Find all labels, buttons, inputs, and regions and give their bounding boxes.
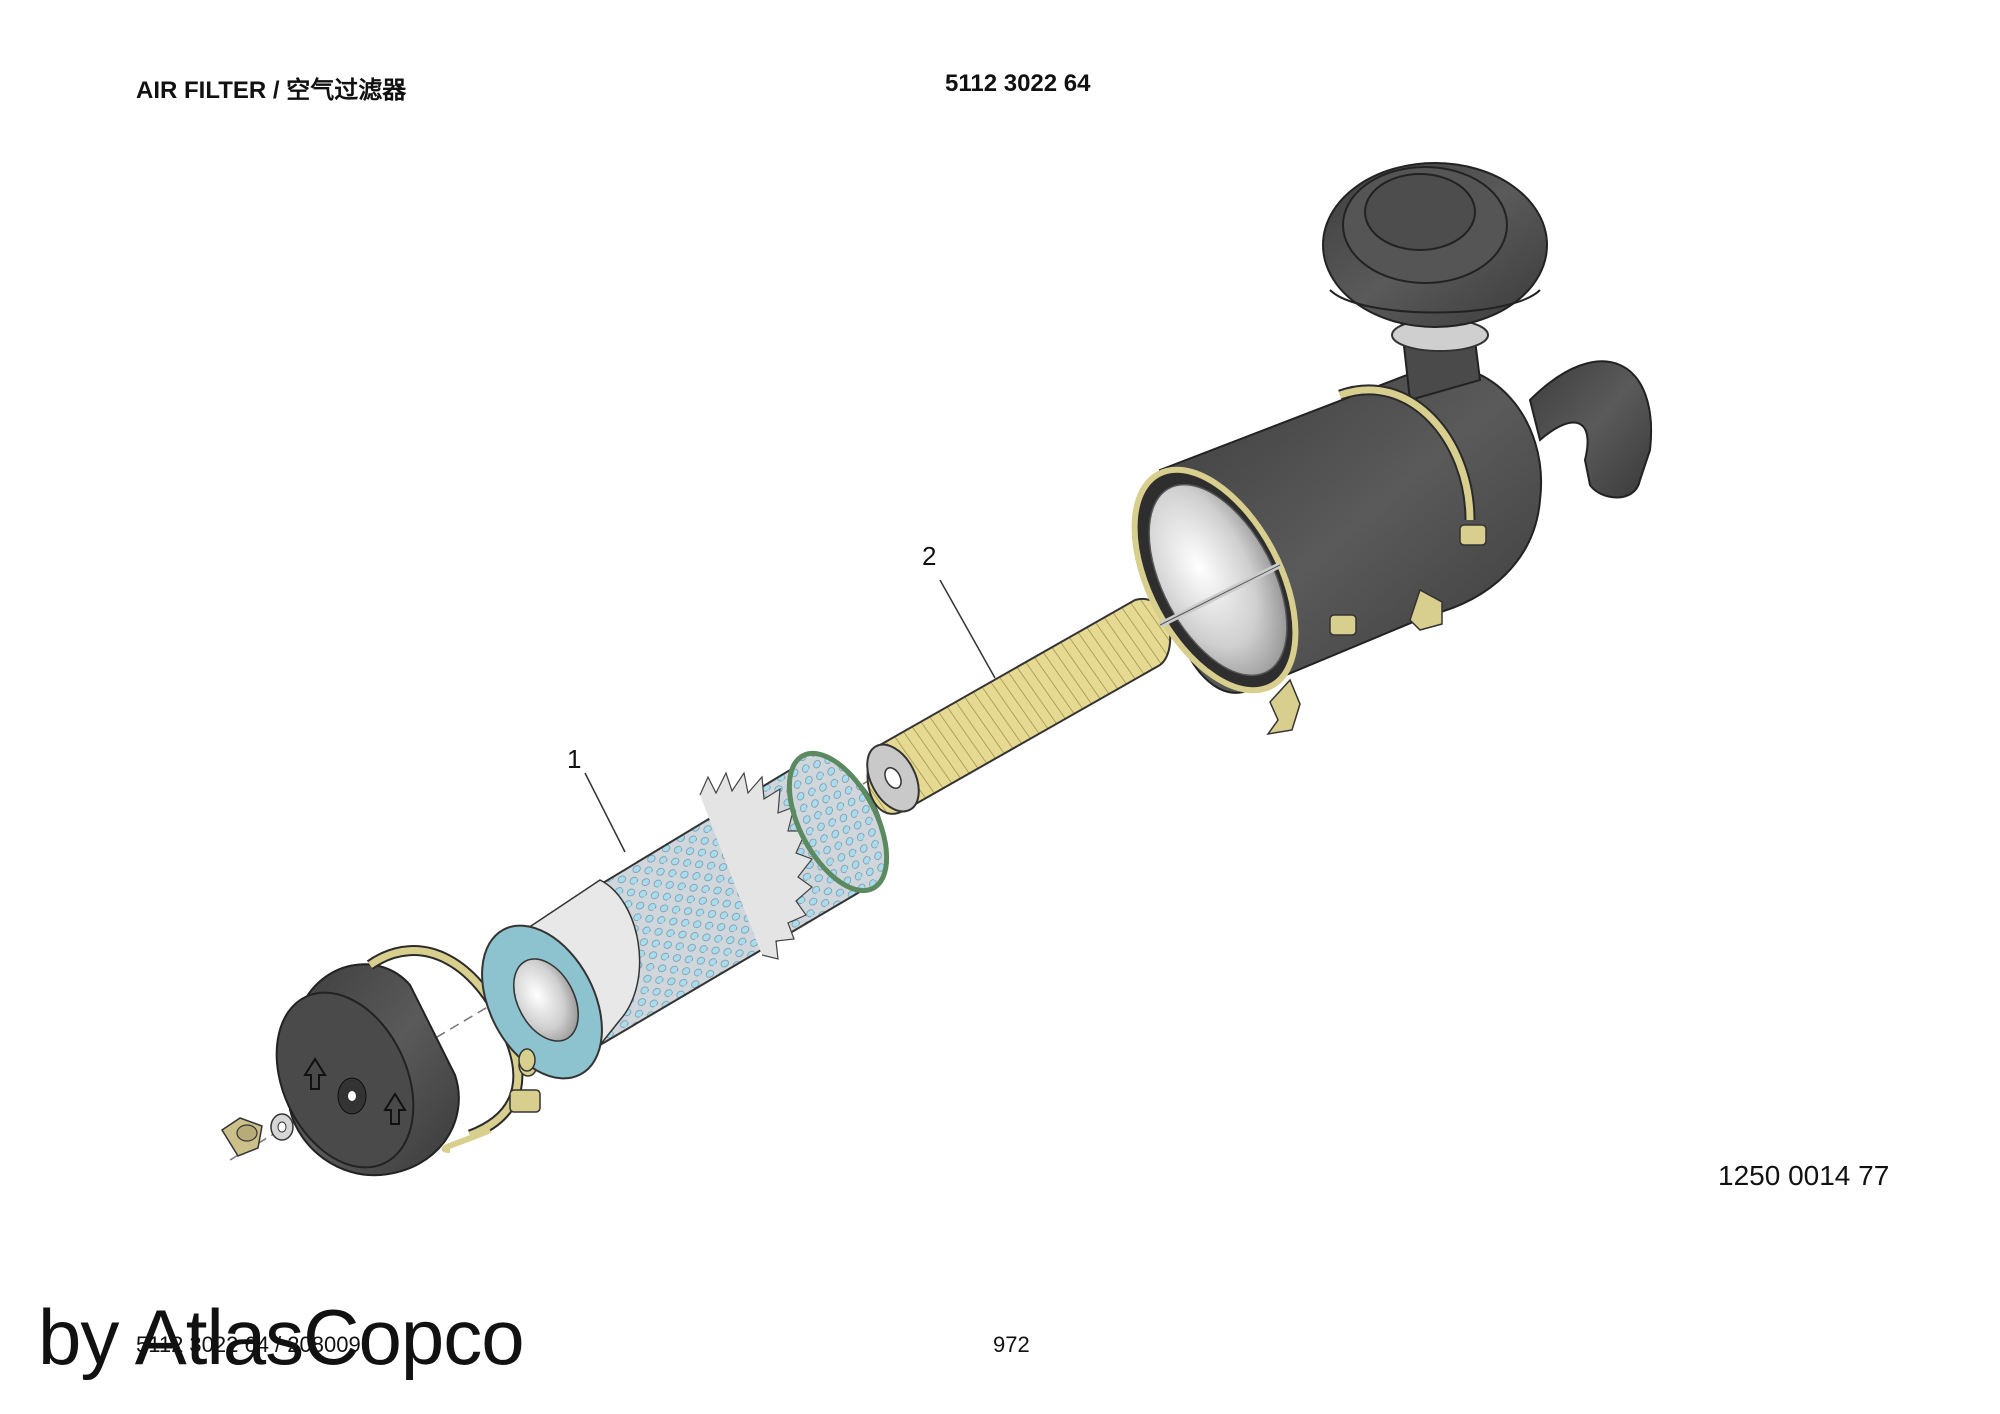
drawing-reference: 1250 0014 77	[1718, 1160, 1890, 1191]
callout-2: 2	[922, 541, 937, 571]
main-filter-element	[481, 750, 890, 1080]
page-title: AIR FILTER / 空气过滤器	[136, 77, 407, 104]
leader-line-1	[584, 772, 626, 853]
eye-bolt	[518, 1048, 536, 1072]
cover-cap	[275, 963, 460, 1177]
document-code: 5112 3022 64 / 208009	[136, 1332, 361, 1357]
pre-cleaner-cap	[1322, 162, 1548, 328]
leader-line-2	[939, 579, 996, 679]
safety-cartridge	[866, 597, 1172, 815]
page-number: 972	[993, 1332, 1030, 1357]
callout-1: 1	[567, 744, 582, 774]
housing-clamp	[1266, 384, 1487, 736]
filter-housing	[1131, 298, 1653, 694]
watermark-text: by AtlasCopco	[38, 1293, 525, 1381]
wing-nut	[220, 1117, 263, 1157]
part-number: 5112 3022 64	[945, 70, 1091, 97]
